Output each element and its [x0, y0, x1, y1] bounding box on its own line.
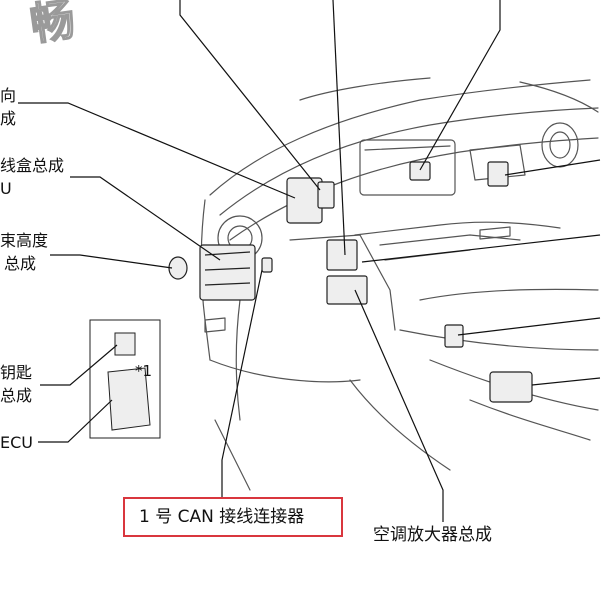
center-module-sketch — [326, 239, 358, 271]
label-1-line2: 成 — [0, 109, 17, 128]
inset-box — [89, 319, 161, 439]
leader-top-3 — [419, 0, 501, 171]
label-4-line2: 总成 — [0, 386, 33, 405]
airbag-module-sketch — [489, 371, 533, 403]
junction-block-sketch — [199, 244, 256, 301]
inset-note-mark: *1 — [135, 362, 153, 380]
leader-right-2 — [361, 234, 601, 263]
leader-2 — [70, 176, 221, 261]
leader-3 — [50, 254, 173, 269]
label-air-con-amplifier: 空调放大器总成 — [373, 525, 492, 545]
dashboard-sketch — [200, 77, 599, 491]
leader-callout — [221, 269, 263, 497]
components — [168, 161, 533, 403]
leader-right-3 — [457, 317, 601, 336]
leader-1 — [18, 102, 296, 199]
label-2-line1: 线盒总成 — [0, 156, 65, 175]
upper-module-sketch — [286, 177, 323, 224]
leader-4 — [40, 344, 118, 386]
leader-5 — [38, 399, 113, 443]
label-3-line2: 总成 — [4, 254, 37, 273]
watermark-logo: 畅 — [27, 0, 81, 52]
label-1-line1: 向 — [0, 86, 17, 105]
leader-bottom-right — [354, 289, 444, 522]
leader-lines — [18, 0, 601, 522]
air-con-amplifier-sketch — [326, 275, 368, 305]
label-4-line1: 钥匙 — [0, 363, 33, 382]
label-3-line1: 束高度 — [0, 231, 49, 250]
leader-top-2 — [332, 0, 346, 256]
leader-right-4 — [531, 377, 601, 386]
leader-top-1 — [179, 0, 321, 191]
can-connector-callout: 1 号 CAN 接线连接器 — [123, 497, 343, 537]
leader-right-1 — [504, 159, 601, 176]
label-2-line2: U — [0, 179, 12, 198]
label-5-ecu: ECU — [0, 433, 33, 452]
